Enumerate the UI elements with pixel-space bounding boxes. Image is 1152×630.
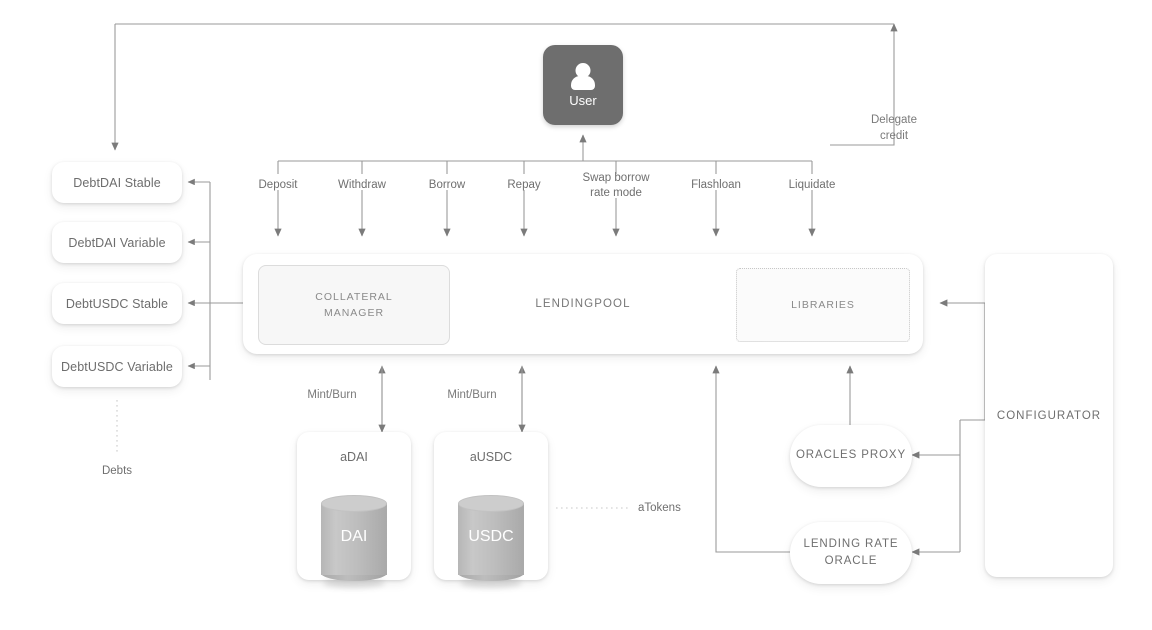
configurator-node[interactable]: CONFIGURATOR xyxy=(985,254,1113,577)
wire-delegate-elbow xyxy=(830,130,895,146)
token-box-adai[interactable]: aDAI DAI xyxy=(297,432,411,588)
debt-box-debtdai-variable[interactable]: DebtDAI Variable xyxy=(52,222,182,263)
debt-box-label: DebtUSDC Stable xyxy=(65,296,169,311)
debt-box-debtusdc-stable[interactable]: DebtUSDC Stable xyxy=(52,283,182,324)
lendingpool-node[interactable]: LENDINGPOOL COLLATERAL MANAGER LIBRARIES xyxy=(243,254,923,354)
token-name-ausdc: aUSDC xyxy=(469,450,513,464)
token-box-ausdc[interactable]: aUSDC USDC xyxy=(434,432,548,588)
cylinder-label-usdc: USDC xyxy=(468,528,514,545)
action-label-swap-borrow-rate-mode[interactable]: Swap borrow rate mode xyxy=(582,172,650,199)
user-icon xyxy=(568,62,598,91)
cylinder-dai: DAI xyxy=(321,494,387,588)
delegate-credit-label: Delegate credit xyxy=(870,114,918,142)
debt-box-debtusdc-variable[interactable]: DebtUSDC Variable xyxy=(52,346,182,387)
mint-burn-label-ausdc: Mint/Burn xyxy=(447,389,497,401)
cylinder-label-dai: DAI xyxy=(340,528,368,545)
collateral-manager-node[interactable]: COLLATERAL MANAGER xyxy=(258,265,450,345)
oracles-proxy-node[interactable]: ORACLES PROXY xyxy=(790,425,912,487)
debts-group-label: Debts xyxy=(101,465,133,477)
action-label-repay[interactable]: Repay xyxy=(507,179,541,191)
debt-box-label: DebtDAI Variable xyxy=(68,235,166,250)
mint-burn-label-adai: Mint/Burn xyxy=(307,389,357,401)
debt-box-label: DebtUSDC Variable xyxy=(61,359,173,374)
lendingpool-label: LENDINGPOOL xyxy=(535,298,631,310)
action-label-liquidate[interactable]: Liquidate xyxy=(788,179,836,191)
action-label-borrow[interactable]: Borrow xyxy=(428,179,466,191)
atokens-group-label: aTokens xyxy=(638,502,681,514)
action-label-deposit[interactable]: Deposit xyxy=(258,179,298,191)
debt-box-debtdai-stable[interactable]: DebtDAI Stable xyxy=(52,162,182,203)
token-name-adai: aDAI xyxy=(340,450,368,464)
action-label-withdraw[interactable]: Withdraw xyxy=(338,179,386,191)
debt-box-label: DebtDAI Stable xyxy=(73,175,161,190)
lending-rate-oracle-node[interactable]: LENDING RATE ORACLE xyxy=(790,522,912,584)
action-label-flashloan[interactable]: Flashloan xyxy=(691,179,741,191)
user-node[interactable]: User xyxy=(543,45,623,125)
cylinder-usdc: USDC xyxy=(458,494,524,588)
user-label: User xyxy=(569,92,597,108)
wire-lendingrate-to-pool xyxy=(712,365,790,553)
libraries-node[interactable]: LIBRARIES xyxy=(736,268,910,342)
